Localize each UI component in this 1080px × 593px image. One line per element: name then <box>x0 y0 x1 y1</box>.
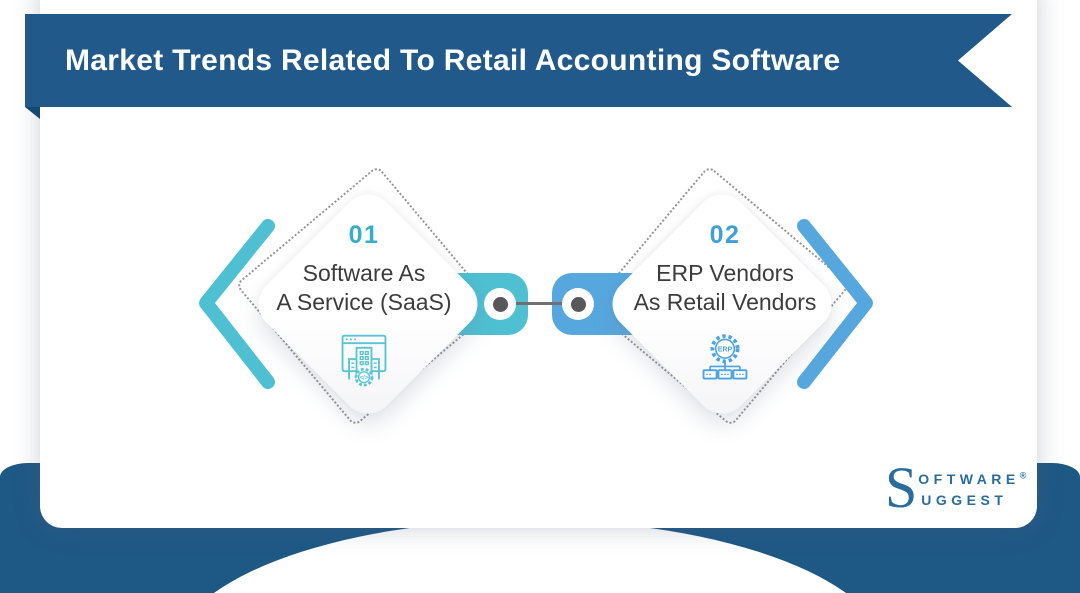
title-ribbon: Market Trends Related To Retail Accounti… <box>25 14 1012 107</box>
page-title: Market Trends Related To Retail Accounti… <box>65 43 841 77</box>
step-title-2-line2: As Retail Vendors <box>633 289 817 316</box>
step-title-1-line2: A Service (SaaS) <box>276 289 452 316</box>
chevron-right-icon <box>797 219 873 389</box>
connector-line <box>500 302 578 305</box>
step-title-2: ERP Vendors As Retail Vendors <box>610 259 840 318</box>
step-number-2: 02 <box>709 221 741 249</box>
logo-initial: S <box>885 455 918 520</box>
saas-browser-building-icon: </> <box>336 329 392 394</box>
saas-icon-code-glyph: </> <box>360 376 369 382</box>
connector-dot <box>570 296 586 312</box>
step-content-2: 02 ERP Vendors As Retail Vendors ERP <box>610 221 840 394</box>
logo-text: OFTWARE® UGGEST <box>918 462 1026 511</box>
connector-dot <box>492 296 508 312</box>
chevron-left-icon <box>199 219 275 389</box>
step-title-2-line1: ERP Vendors <box>656 260 794 286</box>
ribbon-fold <box>25 107 40 119</box>
softwaresuggest-logo: S OFTWARE® UGGEST <box>885 455 1026 520</box>
erp-gear-network-icon: ERP <box>697 329 753 394</box>
erp-icon-label: ERP <box>718 346 733 353</box>
logo-word-suggest: UGGEST <box>921 492 1008 508</box>
step-title-1-line1: Software As <box>302 260 426 286</box>
step-title-1: Software As A Service (SaaS) <box>249 259 479 318</box>
step-number-1: 01 <box>348 221 380 249</box>
registered-mark: ® <box>1019 470 1027 481</box>
connector-node-right <box>562 288 594 320</box>
connector-node-left <box>484 288 516 320</box>
logo-word-software: OFTWARE® <box>918 470 1027 487</box>
step-content-1: 01 Software As A Service (SaaS) <box>249 221 479 394</box>
